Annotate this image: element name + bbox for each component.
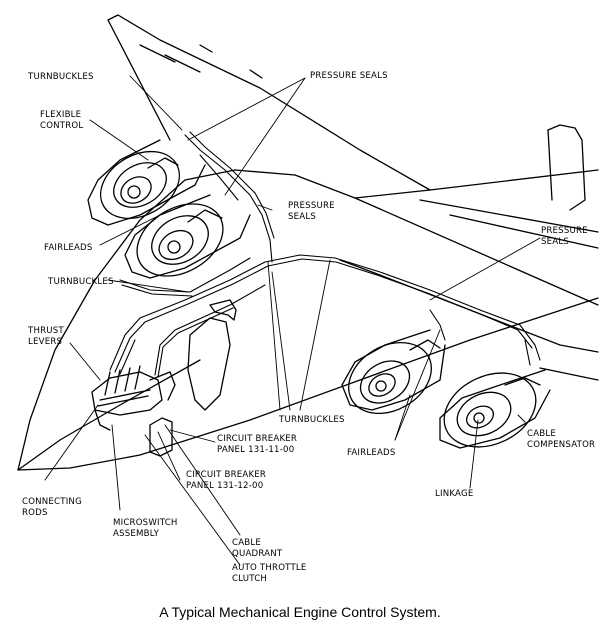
label-linkage: LINKAGE [435, 489, 473, 499]
engine-4 [439, 369, 551, 449]
label-microswitch-assembly: MICROSWITCH ASSEMBLY [113, 518, 181, 539]
label-fairleads-left: FAIRLEADS [44, 243, 93, 253]
label-cable-quadrant: CABLE QUADRANT [232, 538, 283, 559]
label-circuit-breaker-2: CIRCUIT BREAKER PANEL 131-12-00 [186, 470, 269, 491]
window-1 [187, 317, 231, 411]
throttle-quadrant [91, 365, 176, 457]
engine-3 [341, 329, 446, 415]
label-cable-compensator: CABLE COMPENSATOR [527, 429, 595, 450]
fuselage-outline [17, 169, 599, 471]
label-pressure-seals-right: PRESSURE SEALS [541, 226, 591, 247]
label-pressure-seals-top: PRESSURE SEALS [310, 71, 388, 81]
label-turnbuckles-bottom: TURNBUCKLES [278, 415, 345, 425]
label-fairleads-bottom: FAIRLEADS [347, 448, 396, 458]
diagram-labels: TURNBUCKLES FLEXIBLE CONTROL PRESSURE SE… [22, 71, 595, 584]
engine-1 [87, 139, 206, 226]
figure-caption: A Typical Mechanical Engine Control Syst… [159, 604, 441, 620]
leader-lines [44, 75, 541, 566]
tail-fin [547, 124, 586, 211]
label-circuit-breaker-1: CIRCUIT BREAKER PANEL 131-11-00 [217, 434, 300, 455]
label-pressure-seals-mid: PRESSURE SEALS [288, 201, 338, 222]
label-turnbuckles-left: TURNBUCKLES [47, 277, 114, 287]
label-flexible-control: FLEXIBLE CONTROL [40, 110, 84, 131]
label-turnbuckles-top: TURNBUCKLES [27, 72, 94, 82]
engine-2 [124, 194, 251, 279]
cb-panel-box [149, 417, 173, 457]
label-thrust-levers: THRUST LEVERS [27, 326, 67, 347]
fuselage-belly [17, 359, 201, 471]
label-connecting-rods: CONNECTING RODS [22, 497, 85, 518]
control-cables [109, 131, 541, 378]
left-wing [107, 14, 431, 199]
engine-control-diagram: TURNBUCKLES FLEXIBLE CONTROL PRESSURE SE… [17, 14, 599, 584]
label-auto-throttle-clutch: AUTO THROTTLE CLUTCH [232, 563, 309, 584]
